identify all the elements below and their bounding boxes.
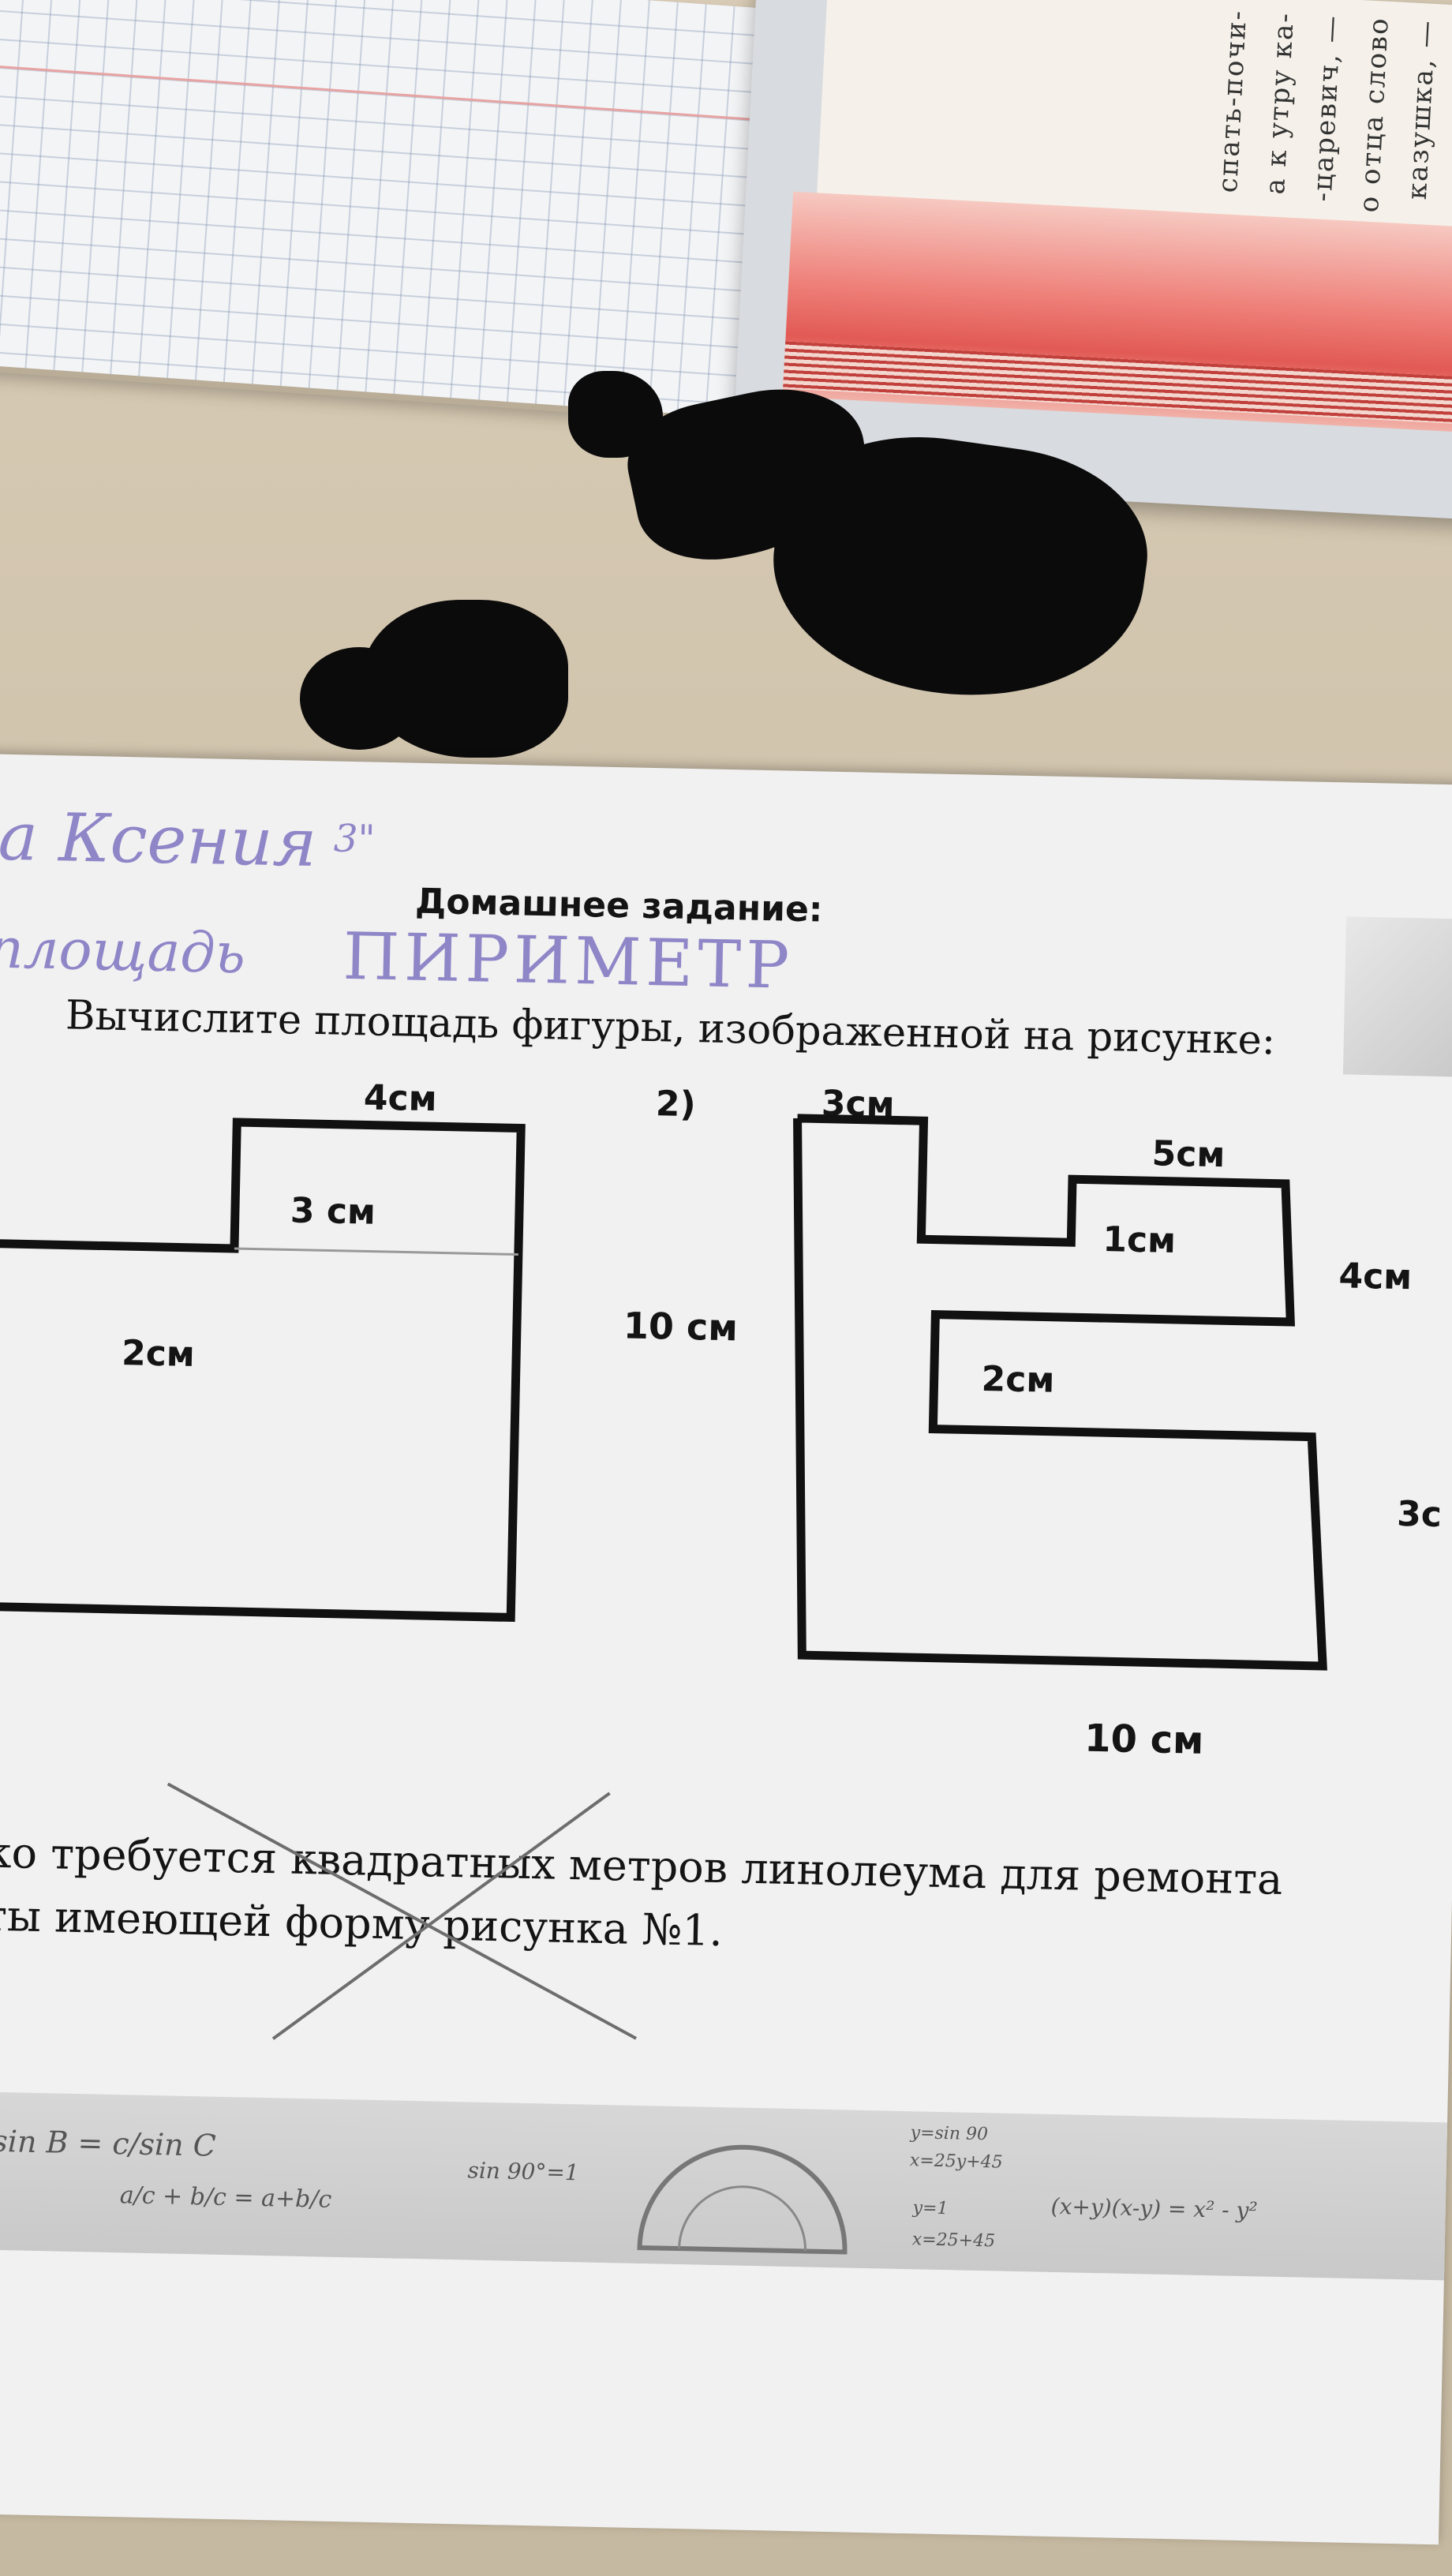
handwritten-name: a Ксения	[0, 797, 318, 882]
figure2-left-side-label: 10 см	[623, 1304, 739, 1350]
strip-formula: x=25+45	[911, 2230, 996, 2252]
figure2-notch-label: 1см	[1102, 1219, 1177, 1261]
strip-formula: y=1	[912, 2198, 949, 2219]
protractor-icon	[637, 2144, 848, 2255]
notebook-margin-line	[0, 62, 756, 122]
figure2-right-label: 4см	[1338, 1256, 1413, 1298]
strip-formula: b/sin B = c/sin C	[0, 2123, 217, 2163]
figure-2	[793, 1114, 1327, 1671]
decorative-corner	[1342, 916, 1452, 1077]
figure2-inner-label: 2см	[981, 1358, 1055, 1401]
figure1-inner-label: 3 см	[290, 1190, 376, 1233]
cross-out-mark	[167, 1782, 638, 2040]
strip-formula: sin 90°=1	[467, 2157, 580, 2186]
worksheet: a Ксения 3" Домашнее задание: площадь ПИ…	[0, 754, 1452, 2545]
book-text-line: а к утру ка-	[1259, 10, 1301, 196]
formula-decoration-strip: b/sin B = c/sin C a/c + b/c = a+b/c sin …	[0, 2091, 1448, 2281]
book-text-line: спать-почи-	[1211, 8, 1254, 194]
figure1-top-label: 4см	[363, 1077, 438, 1120]
strip-formula: x=25y+45	[909, 2151, 1003, 2173]
figure2-bottom-right-label: 3с	[1396, 1493, 1443, 1536]
strip-formula: y=sin 90	[910, 2123, 989, 2145]
book-text-line: -царевич, —	[1306, 13, 1348, 203]
task-text: Вычислите площадь фигуры, изображенной н…	[65, 992, 1276, 1065]
figure-1	[0, 1118, 526, 1623]
strip-formula: a/c + b/c = a+b/c	[119, 2181, 332, 2214]
handwritten-grade: 3"	[333, 816, 376, 862]
handwritten-perimeter-word: ПИРИМЕТР	[342, 919, 795, 1004]
handwritten-area-word: площадь	[0, 915, 246, 987]
figure1-left-label: 2см	[121, 1333, 196, 1375]
figure2-bottom-label: 10 см	[1083, 1716, 1204, 1763]
strip-formula: (x+y)(x-y) = x² - y²	[1050, 2192, 1258, 2224]
book-text-line: казушка, —	[1401, 18, 1443, 201]
graph-paper-notebook	[0, 0, 764, 418]
ink-blot	[300, 647, 418, 750]
book-text-line: о отца слово	[1353, 16, 1395, 214]
figure2-number: 2)	[655, 1084, 697, 1125]
